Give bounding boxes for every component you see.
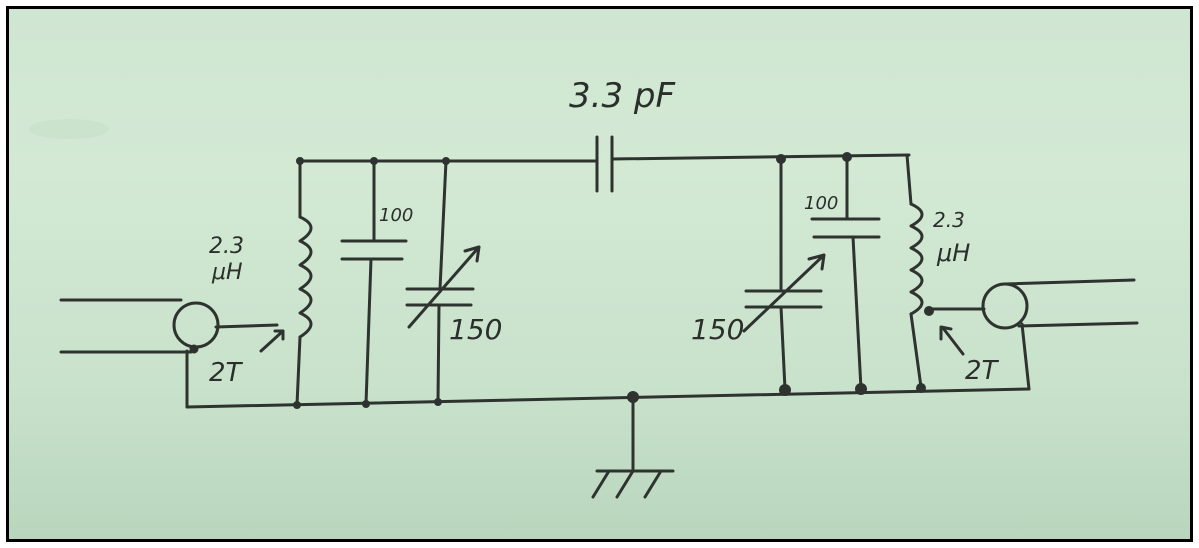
left-coax-node bbox=[189, 344, 199, 354]
left-tap-arrow bbox=[259, 329, 285, 353]
right-tap-arrow bbox=[939, 325, 965, 356]
right-inductor-top-lead bbox=[905, 153, 913, 206]
left-var-cap-bottom-lead bbox=[436, 303, 441, 404]
junction-dot bbox=[296, 157, 304, 165]
paper-smudge bbox=[29, 119, 109, 139]
ground-hatch-2 bbox=[615, 469, 635, 499]
right-fixed-cap-label: 100 bbox=[804, 193, 838, 214]
ground-hatch-3 bbox=[643, 469, 663, 499]
junction-dot bbox=[916, 383, 926, 393]
left-inductor-bottom-lead bbox=[295, 335, 302, 407]
junction-dot bbox=[442, 157, 450, 165]
right-inductor-value-label: 2.3 bbox=[933, 208, 965, 232]
junction-dot bbox=[776, 154, 786, 164]
junction-dot bbox=[434, 398, 442, 406]
junction-dot bbox=[855, 383, 867, 395]
right-inductor-bottom-lead bbox=[909, 312, 923, 389]
right-coax-connector bbox=[981, 282, 1029, 330]
junction-dot bbox=[370, 157, 378, 165]
right-var-cap-arrow bbox=[742, 253, 826, 333]
left-inductor-coil bbox=[298, 215, 313, 339]
ground-rail bbox=[185, 387, 1031, 409]
top-rail-right bbox=[610, 153, 911, 161]
right-var-cap-bottom-lead bbox=[779, 305, 787, 391]
right-var-cap-label: 150 bbox=[691, 313, 744, 346]
right-inductor-coil bbox=[909, 202, 924, 316]
junction-dot bbox=[293, 401, 301, 409]
right-fixed-cap-bottom-lead bbox=[851, 235, 863, 391]
left-fixed-cap-label: 100 bbox=[379, 205, 413, 226]
junction-dot bbox=[779, 384, 791, 396]
left-coax-connector bbox=[172, 301, 220, 349]
left-tap-label: 2T bbox=[209, 358, 244, 388]
left-inductor-unit-label: μH bbox=[211, 260, 243, 285]
schematic-photo: 3.3 pF 2.3 μH 100 150 2T 100 150 2.3 μH … bbox=[6, 6, 1193, 542]
junction-dot bbox=[627, 391, 639, 403]
left-var-cap-arrow bbox=[407, 245, 481, 329]
right-coax-shield-line bbox=[1003, 278, 1136, 286]
coupling-cap-label: 3.3 pF bbox=[569, 76, 675, 116]
left-inductor-value-label: 2.3 bbox=[209, 234, 244, 259]
right-coax-ground-lead bbox=[1020, 322, 1031, 391]
circuit-schematic: 3.3 pF 2.3 μH 100 150 2T 100 150 2.3 μH … bbox=[29, 76, 1139, 499]
left-var-cap-label: 150 bbox=[449, 313, 502, 346]
left-var-cap-top-lead bbox=[438, 159, 448, 291]
right-coax-center-line bbox=[1017, 321, 1139, 328]
right-inductor-unit-label: μH bbox=[936, 239, 970, 267]
left-fixed-cap-bottom-lead bbox=[364, 257, 373, 406]
right-tap-label: 2T bbox=[965, 356, 1000, 386]
junction-dot bbox=[842, 152, 852, 162]
junction-dot bbox=[924, 306, 934, 316]
left-coax-to-tap bbox=[214, 323, 279, 329]
ground-hatch-1 bbox=[591, 469, 611, 499]
junction-dot bbox=[362, 400, 370, 408]
